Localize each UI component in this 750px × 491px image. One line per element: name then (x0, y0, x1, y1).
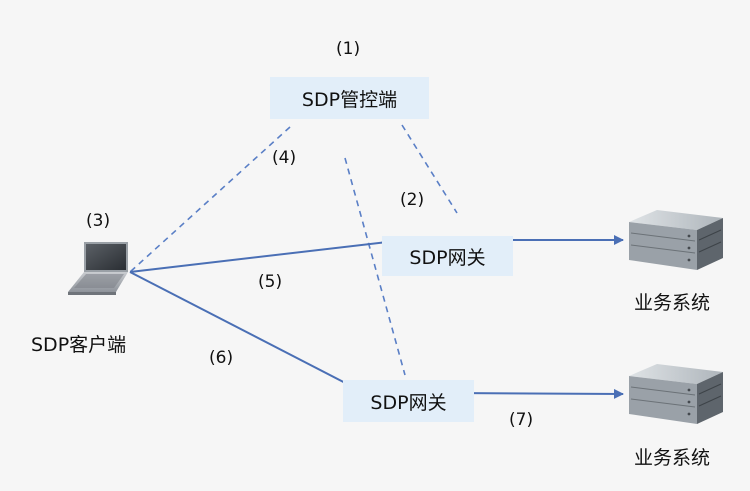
server-rack-icon (627, 362, 725, 432)
step-label-2: (2) (400, 190, 425, 210)
step-label-7: (7) (509, 410, 534, 430)
business-system-bottom-label: 业务系统 (634, 447, 711, 469)
business-system-top-label: 业务系统 (634, 292, 711, 314)
sdp-gateway-bottom-label: SDP网关 (370, 391, 447, 414)
step-label-6: (6) (209, 348, 234, 368)
arrow-client-to-gateway-bottom (129, 271, 358, 390)
dashed-controller-to-client (129, 126, 291, 273)
arrow-client-to-gateway-top (129, 236, 405, 273)
dashed-controller-to-gateway-bottom (344, 157, 406, 376)
sdp-gateway-top-label: SDP网关 (409, 246, 486, 269)
sdp-controller-box: SDP管控端 (270, 77, 429, 119)
step-label-4: (4) (272, 148, 297, 168)
sdp-client-label: SDP客户端 (31, 334, 127, 356)
step-label-3: (3) (86, 211, 111, 231)
server-rack-icon (627, 208, 725, 278)
sdp-controller-label: SDP管控端 (301, 88, 398, 111)
arrow-gateway-bottom-to-business (449, 388, 624, 399)
sdp-gateway-top-box: SDP网关 (382, 236, 513, 276)
step-label-5: (5) (258, 272, 283, 292)
sdp-gateway-bottom-box: SDP网关 (343, 380, 474, 422)
step-label-1: (1) (336, 39, 361, 59)
laptop-icon (64, 240, 134, 302)
